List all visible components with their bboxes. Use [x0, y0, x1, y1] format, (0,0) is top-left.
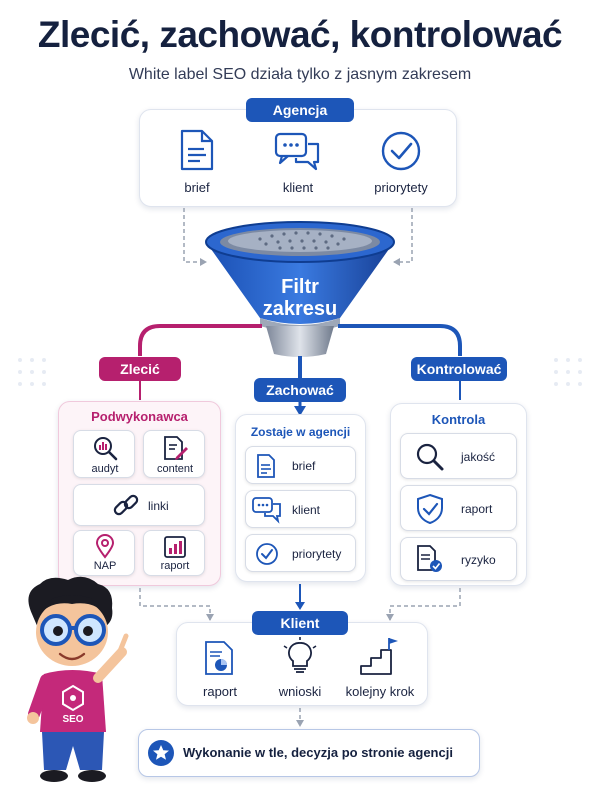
control-item-jakosc: jakość: [400, 433, 517, 479]
document-icon: [257, 454, 275, 478]
lightbulb-icon: [283, 637, 317, 673]
keep-label: Zachować: [254, 378, 346, 402]
client-item-wnioski: wnioski: [278, 684, 322, 699]
control-item-raport: raport: [400, 485, 517, 531]
mascot-shirt-text: SEO: [62, 714, 84, 725]
document-check-icon: [417, 545, 442, 572]
agency-item-priorytety: priorytety: [374, 180, 428, 195]
footer-banner: [138, 729, 480, 777]
delegate-item-linki: linki: [73, 484, 205, 526]
check-circle-icon: [256, 543, 278, 565]
delegate-item-nap: NAP: [73, 530, 135, 576]
chat-bubbles-icon: [252, 497, 281, 524]
shield-check-icon: [417, 493, 443, 525]
client-label: Klient: [252, 611, 348, 635]
delegate-panel-title: Podwykonawca: [91, 409, 188, 424]
footer-text: Wykonanie w tle, decyzja po stronie agen…: [183, 745, 453, 760]
star-icon: [148, 740, 174, 766]
link-icon: [113, 494, 139, 516]
mascot-illustration: [27, 576, 129, 782]
funnel-graphic: [205, 221, 395, 357]
page-subtitle: White label SEO działa tylko z jasnym za…: [128, 66, 472, 83]
client-item-raport: raport: [203, 684, 237, 699]
funnel-label-line2: zakresu: [262, 298, 338, 320]
keep-item-brief: brief: [245, 446, 356, 484]
keep-item-klient: klient: [245, 490, 356, 528]
keep-item-priorytety: priorytety: [245, 534, 356, 572]
agency-item-klient: klient: [282, 180, 314, 195]
page-title: Zlecić, zachować, kontrolować: [37, 14, 563, 55]
agency-item-brief: brief: [184, 180, 210, 195]
document-icon: [180, 129, 214, 171]
delegate-item-raport: raport: [143, 530, 205, 576]
document-edit-icon: [164, 436, 188, 460]
delegate-item-content: content: [143, 430, 205, 478]
chat-bubbles-icon: [274, 132, 320, 171]
chart-search-icon: [94, 437, 118, 461]
check-circle-icon: [381, 131, 421, 171]
control-panel-title: Kontrola: [431, 412, 486, 427]
map-pin-icon: [95, 534, 115, 559]
agency-label: Agencja: [246, 98, 354, 122]
stairs-flag-icon: [360, 638, 398, 675]
delegate-label: Zlecić: [99, 357, 181, 381]
magnifier-icon: [416, 443, 444, 471]
client-card: [176, 622, 428, 706]
control-label: Kontrolować: [411, 357, 507, 381]
report-chart-icon: [205, 641, 233, 675]
delegate-item-audyt: audyt: [73, 430, 135, 478]
bar-chart-icon: [164, 536, 186, 558]
funnel-label-line1: Filtr: [281, 276, 319, 298]
client-item-kolejny-krok: kolejny krok: [345, 684, 415, 699]
control-item-ryzyko: ryzyko: [400, 537, 517, 581]
keep-panel-title: Zostaje w agencji: [250, 425, 351, 439]
